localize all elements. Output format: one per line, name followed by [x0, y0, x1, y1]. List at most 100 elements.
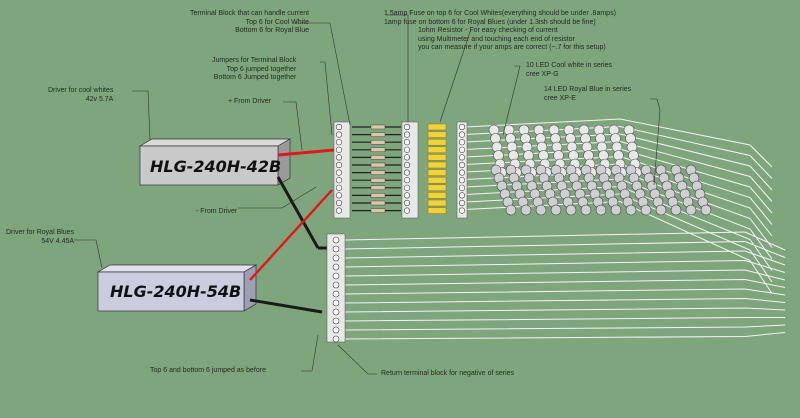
- return-wire: [344, 240, 786, 258]
- terminal-screw: [335, 207, 343, 214]
- terminal-screw: [403, 199, 411, 207]
- terminal-screw: [332, 317, 340, 325]
- resistor: [370, 124, 386, 130]
- terminal-screw: [335, 199, 343, 207]
- label-resistor: 1ohm Resistor - For easy checking of cur…: [418, 27, 606, 51]
- led-royal-blue: [535, 204, 547, 216]
- label-driver-royal: Driver for Royal Blues 54V 4.45A: [6, 229, 75, 245]
- led-royal-blue: [625, 204, 637, 216]
- label-driver-cool: Driver for cool whites 42v 5.7A: [48, 87, 114, 103]
- terminal-screw: [335, 131, 343, 138]
- led-string-wire: [464, 185, 773, 271]
- terminal-screw: [335, 146, 343, 153]
- terminal-screw: [458, 154, 466, 161]
- driver-wires: [249, 148, 335, 314]
- return-wire: [344, 231, 786, 251]
- led-royal-blue: [565, 204, 577, 216]
- terminal-screw: [335, 139, 343, 146]
- led-royal-blue: [520, 204, 532, 216]
- led-string-wire: [464, 178, 773, 260]
- fuse: [427, 123, 447, 131]
- led-royal-blue: [685, 204, 697, 216]
- fuse: [427, 207, 447, 214]
- terminal-screw: [403, 161, 411, 169]
- resistor: [370, 139, 386, 145]
- return-wire: [344, 332, 786, 340]
- fuse: [427, 161, 447, 169]
- resistor: [370, 162, 386, 168]
- terminal-screw: [332, 254, 340, 262]
- terminal-screw: [403, 131, 411, 138]
- led-string-wire: [464, 118, 773, 168]
- terminal-screw: [332, 236, 340, 244]
- terminal-screw: [335, 177, 343, 184]
- label-plus-driver: + From Driver: [228, 98, 271, 105]
- driver-royal-blue: HLG-240H-54B: [96, 264, 258, 312]
- driver-cool-white: HLG-240H-42B: [138, 138, 292, 186]
- fuse: [427, 176, 447, 184]
- terminal-screw: [458, 199, 466, 207]
- resistor: [370, 132, 386, 137]
- terminal-screw: [403, 207, 411, 214]
- terminal-screw: [403, 169, 411, 176]
- fuse: [427, 138, 447, 146]
- resistor: [370, 147, 386, 153]
- return-wire: [344, 278, 786, 288]
- return-wire: [344, 269, 786, 281]
- driver-royal-model: HLG-240H-54B: [110, 282, 241, 301]
- led-royal-blue: [550, 204, 562, 216]
- return-wire: [344, 307, 786, 313]
- terminal-screw: [332, 263, 340, 271]
- fuse: [427, 146, 447, 154]
- terminal-screw: [403, 184, 411, 191]
- leader-lines: [74, 14, 661, 375]
- terminal-screw: [458, 161, 466, 169]
- terminal-screw: [332, 335, 340, 343]
- terminal-screw: [335, 192, 343, 199]
- terminal-screw: [458, 177, 466, 184]
- resistor: [370, 200, 386, 206]
- return-wire: [344, 250, 786, 266]
- led-royal-blue: [655, 204, 667, 216]
- resistor: [370, 177, 386, 183]
- terminal-screw: [335, 154, 343, 161]
- terminal-screw: [332, 281, 340, 289]
- terminal-screw: [458, 123, 466, 131]
- fuse: [427, 199, 447, 207]
- led-royal-blue: [580, 204, 592, 216]
- resistor: [370, 193, 386, 198]
- terminal-screw: [403, 146, 411, 153]
- terminal-screw: [332, 245, 340, 253]
- terminal-screw: [403, 154, 411, 161]
- terminal-screw: [458, 207, 466, 214]
- return-wire: [344, 297, 786, 304]
- terminal-screw: [403, 139, 411, 146]
- fuse: [427, 184, 447, 192]
- return-wire: [344, 259, 786, 273]
- led-royal-blue: [670, 204, 682, 216]
- fuse: [427, 131, 447, 138]
- led-royal-blue: [505, 204, 517, 216]
- terminal-screw: [458, 131, 466, 138]
- terminal-screw: [403, 123, 411, 131]
- terminal-screw: [458, 146, 466, 153]
- terminal-screw: [458, 169, 466, 176]
- led-royal-blue: [700, 204, 712, 216]
- terminal-screw: [335, 169, 343, 176]
- terminal-screw: [332, 308, 340, 316]
- fuse: [427, 192, 447, 199]
- fuse: [427, 154, 447, 161]
- label-cool-led: 10 LED Cool white in series cree XP-G: [526, 62, 612, 78]
- label-return-block: Return terminal block for negative of se…: [381, 370, 515, 377]
- terminal-screw: [332, 326, 340, 334]
- terminal-screw: [458, 139, 466, 146]
- terminal-screw: [403, 177, 411, 184]
- fuse: [427, 169, 447, 176]
- return-wire: [344, 317, 785, 322]
- label-royal-led: 14 LED Royal Blue in series cree XP-E: [544, 86, 632, 102]
- terminal-screw: [458, 184, 466, 191]
- led-royal-blue: [610, 204, 622, 216]
- led-string-wire: [464, 193, 773, 283]
